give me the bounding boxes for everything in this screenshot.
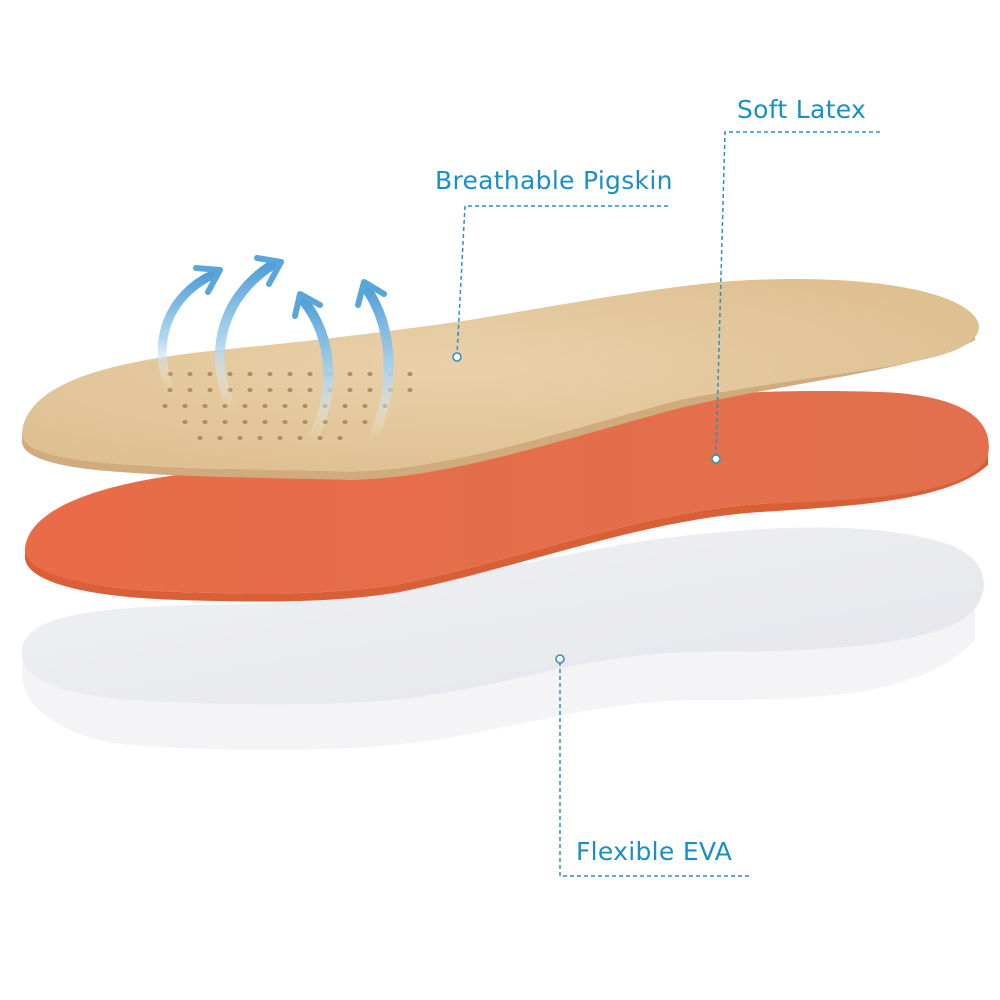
- latex-layer: [24, 391, 989, 602]
- airflow-arrow-1-icon: [157, 265, 223, 395]
- perforation-hole: [187, 372, 193, 376]
- callout-latex-dot: [711, 454, 721, 464]
- perforation-hole: [282, 404, 288, 408]
- label-flexible-eva: Flexible EVA: [576, 837, 733, 866]
- perforation-hole: [202, 420, 208, 424]
- callout-eva-line: [559, 662, 750, 877]
- perforation-hole: [262, 404, 268, 408]
- label-soft-latex: Soft Latex: [737, 95, 867, 124]
- perforation-hole: [302, 420, 308, 424]
- perforation-hole: [297, 436, 303, 440]
- perforation-hole: [257, 436, 263, 440]
- pigskin-layer-top: [21, 278, 979, 472]
- perforation-hole: [277, 436, 283, 440]
- perforation-hole: [347, 388, 353, 392]
- latex-layer-top: [24, 391, 989, 594]
- perforation-hole: [242, 404, 248, 408]
- perforation-hole: [362, 420, 368, 424]
- callout-latex-line: [715, 131, 880, 457]
- airflow-arrows-icon: [157, 255, 394, 445]
- perforation-hole: [407, 372, 413, 376]
- perforation-hole: [217, 436, 223, 440]
- perforation-hole: [247, 372, 253, 376]
- perforation-hole: [337, 436, 343, 440]
- perforation-hole: [287, 372, 293, 376]
- callout-eva: [559, 662, 750, 877]
- perforation-hole: [302, 404, 308, 408]
- perforation-hole: [342, 420, 348, 424]
- pigskin-layer-edge: [21, 330, 975, 480]
- callout-pigskin: [456, 205, 668, 356]
- perforation-hole: [182, 420, 188, 424]
- eva-layer-side: [22, 595, 975, 750]
- eva-layer: [21, 527, 984, 750]
- label-breathable-pigskin: Breathable Pigskin: [435, 166, 673, 195]
- eva-layer-top: [21, 527, 984, 705]
- perforation-hole: [237, 436, 243, 440]
- callout-eva-dot: [555, 654, 565, 664]
- perforation-hole: [197, 436, 203, 440]
- perforation-hole: [367, 388, 373, 392]
- perforation-hole: [207, 372, 213, 376]
- airflow-arrow-2-icon: [214, 255, 284, 415]
- perforation-hole: [247, 388, 253, 392]
- perforation-hole: [407, 388, 413, 392]
- perforation-hole: [242, 420, 248, 424]
- perforation-hole: [367, 372, 373, 376]
- perforation-hole: [307, 388, 313, 392]
- perforation-hole: [162, 404, 168, 408]
- callout-pigskin-line: [456, 205, 668, 356]
- perforation-hole: [267, 372, 273, 376]
- perforation-hole: [187, 388, 193, 392]
- airflow-arrow-3-icon: [292, 291, 334, 445]
- perforation-hole: [307, 372, 313, 376]
- perforation-hole: [262, 420, 268, 424]
- callout-pigskin-dot: [452, 352, 462, 362]
- callout-latex: [715, 131, 880, 457]
- perforation-hole: [207, 388, 213, 392]
- perforation-hole: [362, 404, 368, 408]
- airflow-arrow-4-icon: [355, 279, 394, 445]
- perforation-hole: [182, 404, 188, 408]
- perforation-hole: [267, 388, 273, 392]
- perforation-hole: [342, 404, 348, 408]
- perforation-hole: [347, 372, 353, 376]
- perforation-hole: [282, 420, 288, 424]
- perforation-hole: [227, 372, 233, 376]
- perforation-hole: [202, 404, 208, 408]
- perforation-hole: [222, 420, 228, 424]
- perforation-hole: [287, 388, 293, 392]
